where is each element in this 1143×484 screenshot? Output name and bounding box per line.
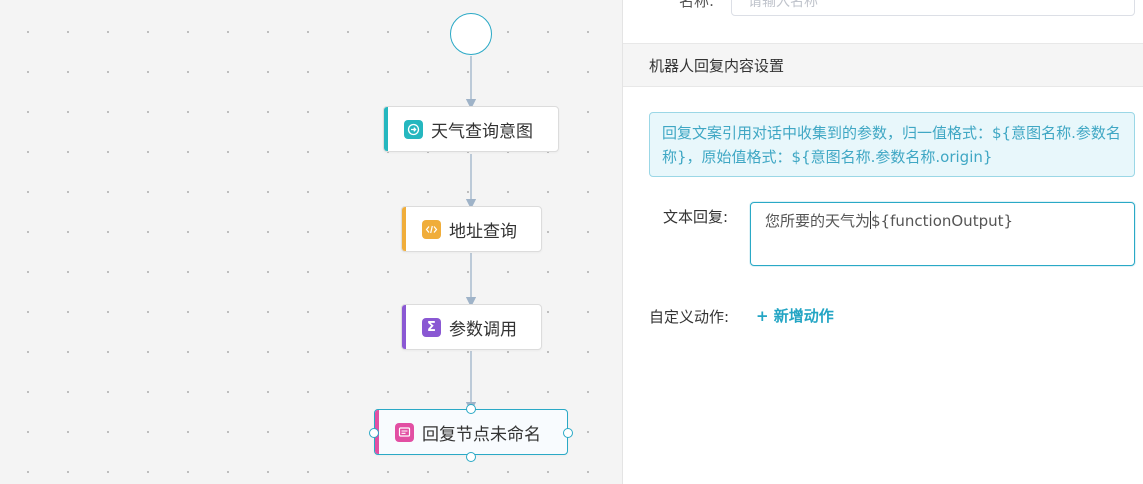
node-param-call[interactable]: Σ 参数调用 bbox=[401, 304, 542, 350]
text-reply-value-start: 您所要的天气为 bbox=[765, 212, 871, 230]
node-label: 参数调用 bbox=[449, 319, 517, 340]
node-handle-left[interactable] bbox=[369, 428, 379, 438]
node-color-bar bbox=[402, 305, 406, 349]
text-reply-value-end: ${functionOutput} bbox=[871, 212, 1014, 230]
login-arrow-icon bbox=[404, 119, 423, 139]
node-weather-intent[interactable]: 天气查询意图 bbox=[383, 106, 559, 152]
flow-canvas[interactable]: 天气查询意图 地址查询 Σ 参数调用 回复节点未命名 bbox=[0, 0, 622, 484]
name-input-placeholder: 请输入名称 bbox=[748, 0, 818, 10]
node-address-query[interactable]: 地址查询 bbox=[401, 206, 542, 252]
text-caret bbox=[870, 211, 872, 229]
custom-action-label: 自定义动作: bbox=[649, 308, 730, 326]
name-label: 名称: bbox=[679, 0, 715, 10]
node-color-bar bbox=[384, 107, 388, 151]
node-label: 天气查询意图 bbox=[431, 121, 533, 142]
text-reply-label: 文本回复: bbox=[663, 208, 729, 226]
code-brackets-icon bbox=[422, 219, 441, 239]
node-handle-right[interactable] bbox=[563, 428, 573, 438]
sigma-icon: Σ bbox=[422, 317, 441, 337]
node-color-bar bbox=[402, 207, 406, 251]
node-label: 回复节点未命名 bbox=[422, 424, 541, 445]
info-text: 回复文案引用对话中收集到的参数，归一值格式：${意图名称.参数名称}，原始值格式… bbox=[662, 124, 1121, 166]
add-action-button[interactable]: + 新增动作 bbox=[756, 307, 834, 325]
name-input[interactable]: 请输入名称 bbox=[731, 0, 1135, 16]
section-header: 机器人回复内容设置 bbox=[623, 43, 1143, 87]
section-title: 机器人回复内容设置 bbox=[649, 56, 785, 75]
info-alert: 回复文案引用对话中收集到的参数，归一值格式：${意图名称.参数名称}，原始值格式… bbox=[649, 112, 1135, 177]
start-node[interactable] bbox=[450, 13, 492, 55]
node-reply-unnamed[interactable]: 回复节点未命名 bbox=[374, 409, 568, 455]
message-icon bbox=[395, 422, 414, 442]
flow-edges bbox=[465, 56, 477, 413]
node-settings-panel: 名称: 请输入名称 机器人回复内容设置 回复文案引用对话中收集到的参数，归一值格… bbox=[622, 0, 1143, 484]
name-row: 名称: 请输入名称 bbox=[623, 0, 1143, 42]
node-handle-top[interactable] bbox=[466, 404, 476, 414]
node-handle-bottom[interactable] bbox=[466, 452, 476, 462]
node-label: 地址查询 bbox=[449, 221, 517, 242]
text-reply-textarea[interactable]: 您所要的天气为${functionOutput} bbox=[750, 202, 1135, 266]
